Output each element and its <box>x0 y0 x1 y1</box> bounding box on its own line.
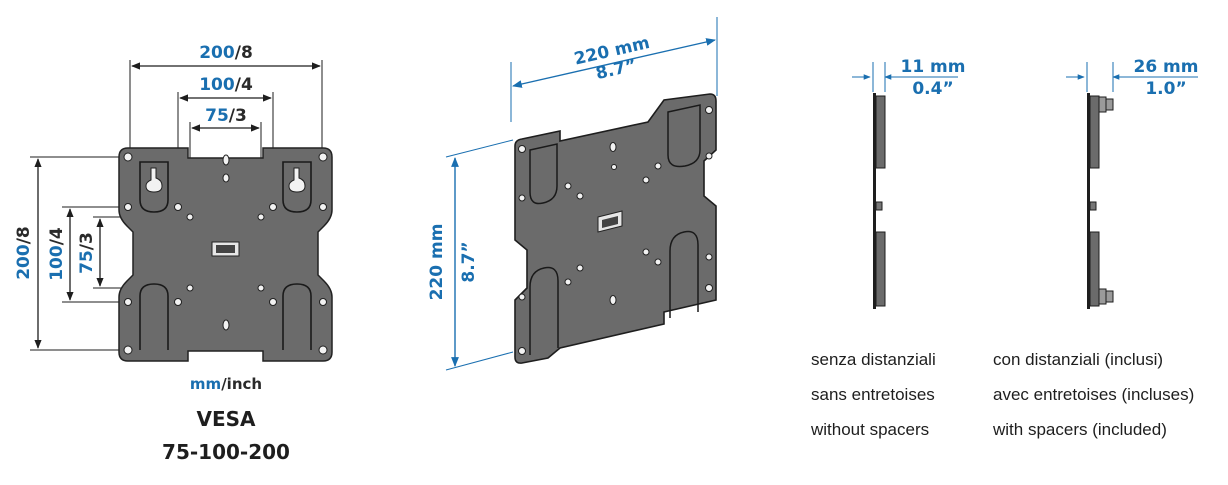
side-without-extension-lines <box>852 62 958 92</box>
dim-100-label: 100/4 <box>199 75 253 95</box>
caption-without-line-3: without spacers <box>810 420 929 439</box>
caption-without-spacers: senza distanziali sans entretoises witho… <box>810 350 936 439</box>
side-with-extension-lines <box>1066 62 1198 92</box>
caption-without-line-1: senza distanziali <box>811 350 936 369</box>
units-label: mm/inch <box>190 375 262 393</box>
side-view-with-spacers: 26 mm 1.0” con distanziali (inclusi) ave… <box>992 57 1199 439</box>
perspective-height-labels: 220 mm 8.7” <box>427 224 479 301</box>
perspective-extension-lines <box>445 17 718 371</box>
caption-with-line-1: con distanziali (inclusi) <box>993 350 1163 369</box>
side-with-profile <box>1087 93 1114 309</box>
perspective-slots <box>529 104 701 355</box>
perspective-view: 220 mm 8.7” 220 mm 8.7” <box>427 17 718 371</box>
dim-200-vertical-label: 200/8 <box>14 226 34 280</box>
perspective-holes <box>518 106 713 355</box>
side-without-profile <box>873 93 886 309</box>
spacing-with-inch: 1.0” <box>1145 79 1186 99</box>
caption-without-line-2: sans entretoises <box>811 385 935 404</box>
dim-75-vertical-label: 75/3 <box>77 232 97 274</box>
dim-200-label: 200/8 <box>199 43 253 63</box>
front-plate-holes <box>123 152 328 355</box>
vesa-subtitle: 75-100-200 <box>162 440 290 464</box>
spacing-without-mm: 11 mm <box>900 57 965 77</box>
side-view-without-spacers: 11 mm 0.4” senza distanziali sans entret… <box>810 57 966 439</box>
front-dimension-lines <box>34 62 321 349</box>
front-lock-clip <box>211 241 240 257</box>
perspective-width-labels: 220 mm 8.7” <box>572 33 651 84</box>
dim-75-label: 75/3 <box>205 106 247 126</box>
perspective-dimension-lines <box>451 38 716 367</box>
height-mm-label: 220 mm <box>427 224 447 301</box>
spacing-with-mm: 26 mm <box>1133 57 1198 77</box>
perspective-lock-clip <box>597 210 623 233</box>
perspective-mount-plate <box>514 93 717 364</box>
caption-with-line-2: avec entretoises (incluses) <box>993 385 1194 404</box>
front-keyhole-cutouts <box>145 167 306 193</box>
dim-100-vertical-label: 100/4 <box>47 227 67 281</box>
caption-with-line-3: with spacers (included) <box>992 420 1167 439</box>
vesa-title: VESA <box>196 407 256 431</box>
front-keyhole-slots <box>139 161 312 350</box>
front-view: 200/8 100/4 75/3 200/8 100/4 75/3 <box>14 43 333 464</box>
caption-with-spacers: con distanziali (inclusi) avec entretois… <box>992 350 1194 439</box>
height-inch-label: 8.7” <box>459 241 479 282</box>
spacing-without-inch: 0.4” <box>912 79 953 99</box>
